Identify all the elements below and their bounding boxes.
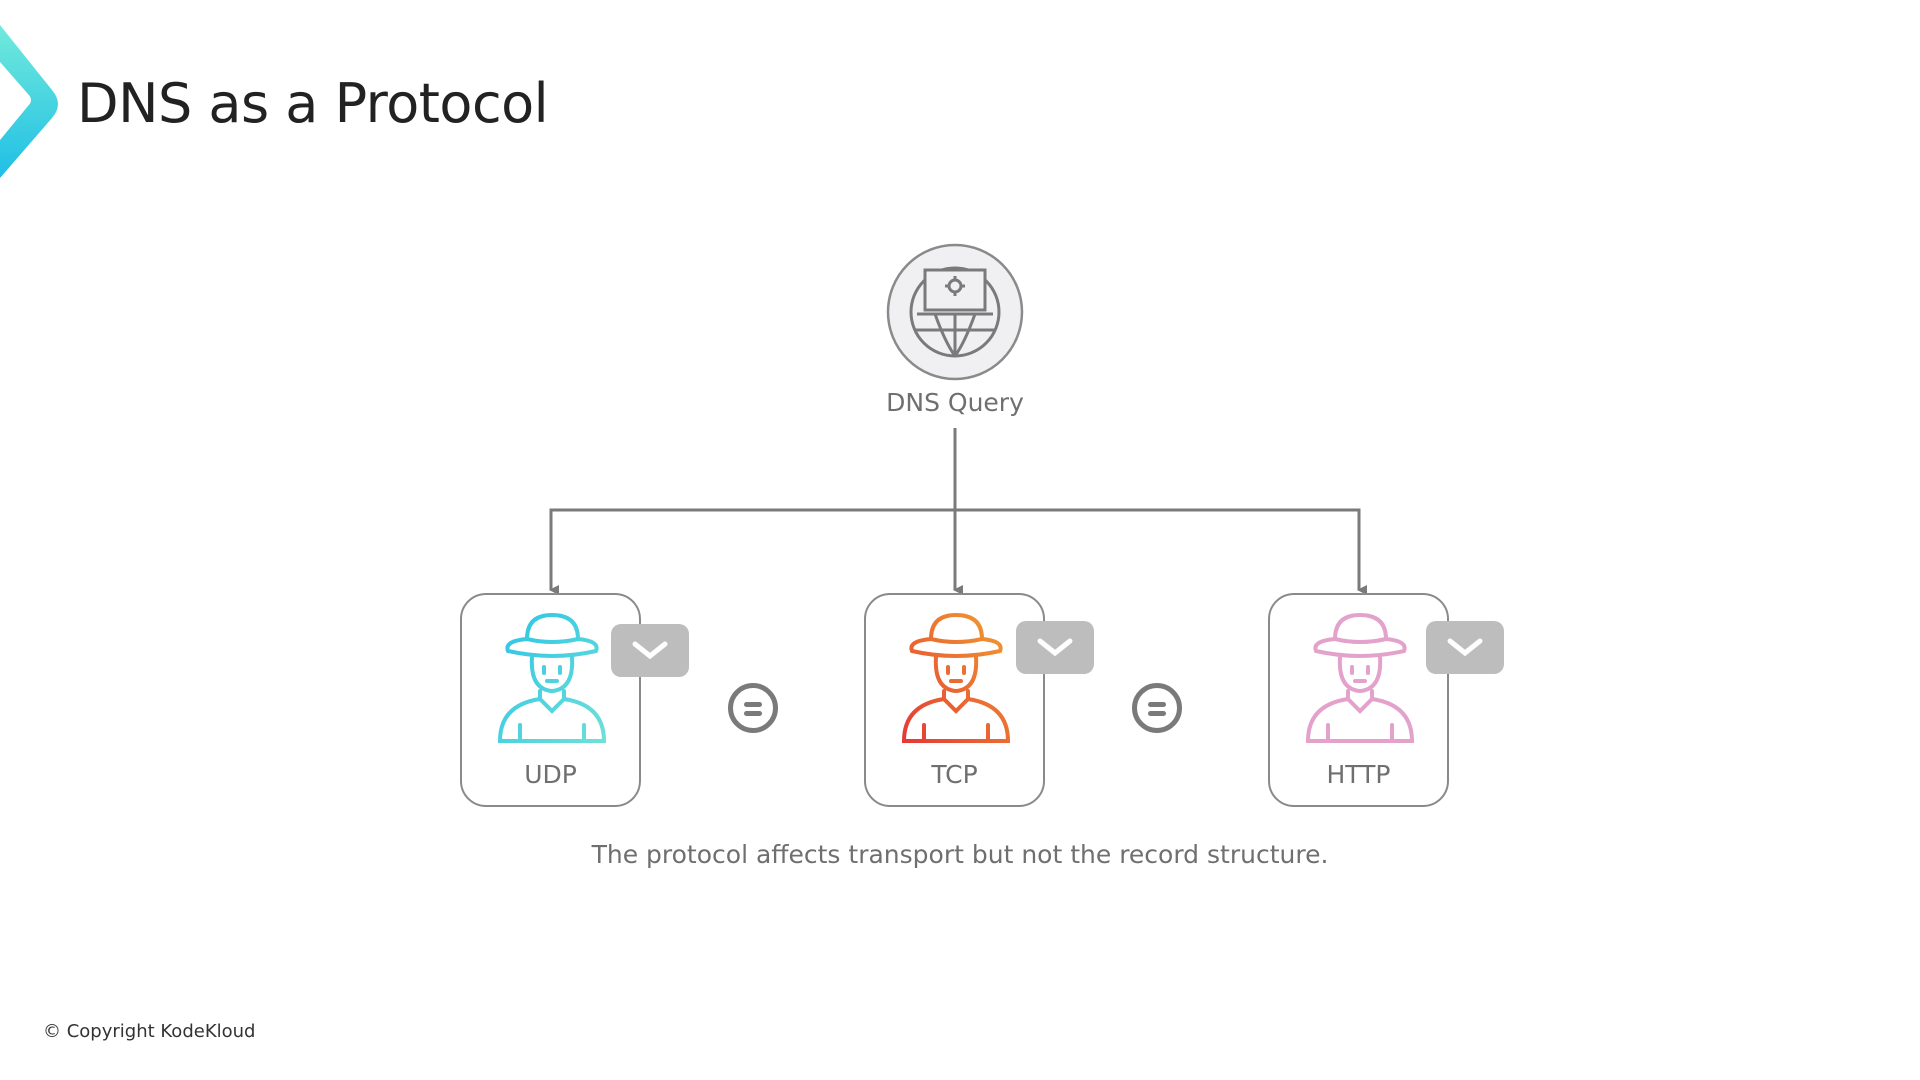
protocol-label: TCP [931, 760, 978, 789]
person-icon [1305, 612, 1415, 743]
chevron-down-icon [1426, 621, 1504, 674]
protocol-label: HTTP [1326, 760, 1391, 789]
chevron-down-icon [1016, 621, 1094, 674]
protocol-box-udp: UDP [460, 593, 641, 807]
page-title: DNS as a Protocol [77, 72, 549, 135]
dns-query-label: DNS Query [886, 388, 1024, 417]
dns-query-icon [886, 243, 1024, 381]
logo-chevron [0, 25, 58, 178]
chevron-down-icon [611, 624, 689, 677]
caption: The protocol affects transport but not t… [591, 840, 1329, 869]
person-icon [901, 612, 1011, 743]
protocol-label: UDP [524, 760, 577, 789]
protocol-box-http: HTTP [1268, 593, 1449, 807]
person-icon [497, 612, 607, 743]
equals-icon [1132, 683, 1182, 733]
copyright: © Copyright KodeKloud [43, 1021, 256, 1042]
equals-icon [728, 683, 778, 733]
protocol-box-tcp: TCP [864, 593, 1045, 807]
